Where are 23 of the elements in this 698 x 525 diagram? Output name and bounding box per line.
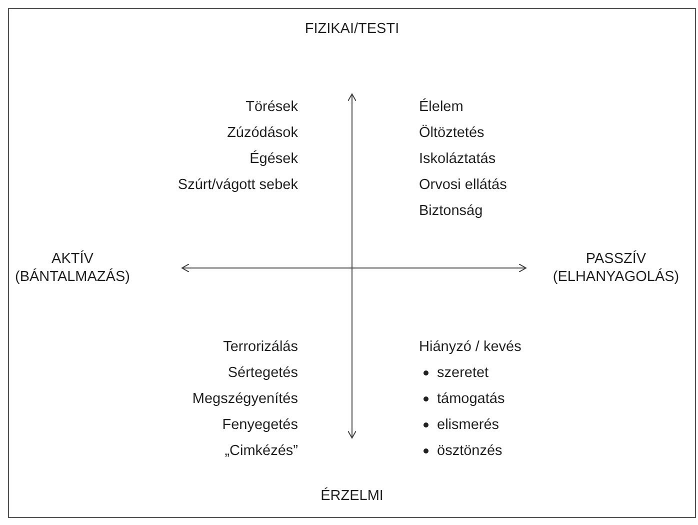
list-item: Égések bbox=[250, 151, 298, 167]
axis-label: FIZIKAI/TESTI bbox=[304, 21, 400, 37]
bullet-item: ösztönzés bbox=[437, 443, 502, 459]
list-item: „Cimkézés” bbox=[224, 443, 298, 459]
list-item: Törések bbox=[246, 99, 298, 115]
list-item: Hiányzó / kevés bbox=[419, 339, 522, 355]
axis-label: ÉRZELMI bbox=[320, 488, 384, 504]
list-item: Fenyegetés bbox=[222, 417, 298, 433]
axis-label: PASSZÍV (ELHANYAGOLÁS) bbox=[552, 251, 680, 285]
list-item: Zúzódások bbox=[227, 125, 298, 141]
list-item: Biztonság bbox=[419, 203, 483, 219]
bullet-item: szeretet bbox=[437, 365, 489, 381]
list-item: Szúrt/vágott sebek bbox=[178, 177, 298, 193]
list-item: Sértegetés bbox=[228, 365, 298, 381]
bullet-item: támogatás bbox=[437, 391, 505, 407]
list-item: Megszégyenítés bbox=[192, 391, 298, 407]
axis-label: AKTÍV (BÁNTALMAZÁS) bbox=[15, 251, 130, 285]
bullet-item: elismerés bbox=[437, 417, 500, 433]
list-item: Terrorizálás bbox=[223, 339, 298, 355]
list-item: Iskoláztatás bbox=[419, 151, 496, 167]
list-item: Orvosi ellátás bbox=[419, 177, 507, 193]
list-item: Öltöztetés bbox=[419, 125, 484, 141]
list-item: Élelem bbox=[419, 99, 464, 115]
